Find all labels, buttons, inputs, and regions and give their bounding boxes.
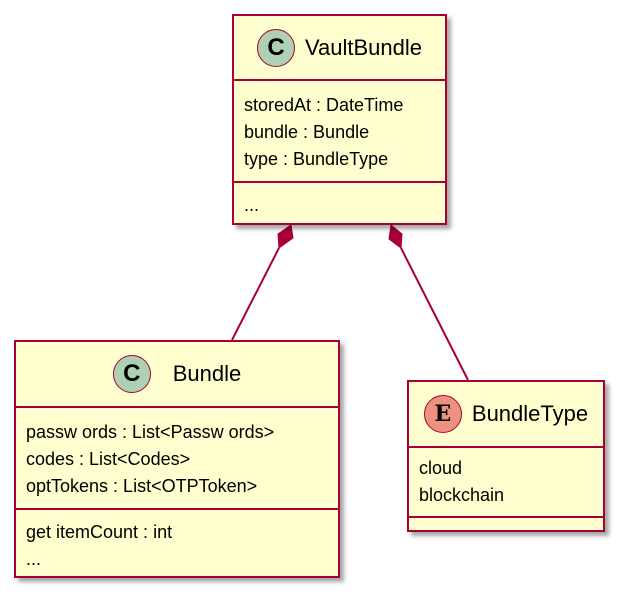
- field: storedAt : DateTime: [244, 95, 404, 115]
- composition-vaultbundle-bundle: [231, 224, 294, 341]
- field: passw ords : List<Passw ords>: [26, 422, 275, 442]
- fields-section: storedAt : DateTime bundle : Bundle type…: [234, 79, 445, 181]
- enum-header: E BundleType: [409, 382, 603, 446]
- enum-value: blockchain: [419, 485, 505, 505]
- methods-section: get itemCount : int ...: [16, 508, 338, 578]
- class-bundle[interactable]: C Bundle passw ords : List<Passw ords> c…: [14, 340, 340, 578]
- class-name: Bundle: [172, 361, 242, 386]
- composition-diamond-bundletype: [388, 224, 403, 249]
- class-stereotype-icon: C: [112, 355, 151, 393]
- method: ...: [26, 549, 42, 569]
- field: codes : List<Codes>: [26, 449, 191, 469]
- enum-stereotype-icon: E: [423, 395, 462, 433]
- composition-vaultbundle-bundletype: [388, 224, 469, 381]
- values-section: cloud blockchain: [409, 446, 603, 516]
- enum-bundletype[interactable]: E BundleType cloud blockchain: [407, 380, 605, 532]
- class-stereotype-icon: C: [256, 28, 295, 67]
- method: get itemCount : int: [26, 522, 173, 542]
- methods-section: [409, 516, 603, 530]
- class-header: C VaultBundle: [234, 16, 445, 79]
- field: optTokens : List<OTPToken>: [26, 476, 258, 496]
- field: type : BundleType: [244, 149, 389, 169]
- class-vaultbundle[interactable]: C VaultBundle storedAt : DateTime bundle…: [232, 14, 447, 225]
- field: bundle : Bundle: [244, 122, 370, 142]
- class-header: C Bundle: [16, 342, 338, 406]
- class-name: VaultBundle: [304, 34, 422, 60]
- methods-section: ...: [234, 181, 445, 224]
- fields-section: passw ords : List<Passw ords> codes : Li…: [16, 406, 338, 508]
- enum-name: BundleType: [471, 401, 589, 426]
- enum-value: cloud: [419, 458, 463, 478]
- method: ...: [244, 195, 260, 215]
- composition-diamond-bundle: [277, 224, 294, 249]
